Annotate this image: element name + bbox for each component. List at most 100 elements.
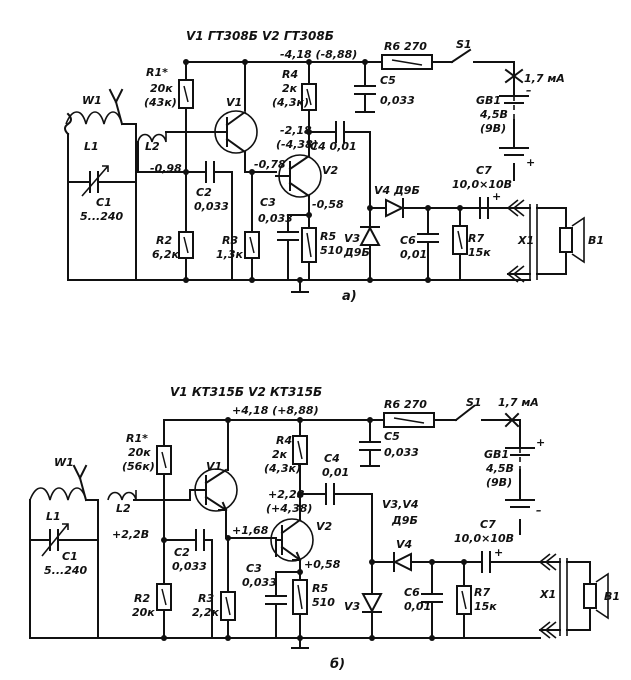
b-c3-wire xyxy=(275,571,301,639)
a-r1-value: 20к xyxy=(150,82,173,95)
a-caption: а) xyxy=(342,289,357,304)
a-r5-value: 510 xyxy=(320,244,343,257)
a-l1-label: L1 xyxy=(84,140,99,153)
b-c6-value: 0,01 xyxy=(404,600,431,613)
b-r1-alt: (56к) xyxy=(122,460,155,473)
a-c2-ref: C2 xyxy=(196,186,212,199)
b-v1-label: V1 xyxy=(206,460,222,473)
b-c5-value: 0,033 xyxy=(384,446,419,459)
b-l2-coil xyxy=(107,490,137,501)
b-v1-base-wire xyxy=(133,489,191,501)
a-v3-diode xyxy=(359,225,381,246)
b-b1-phone xyxy=(583,583,597,609)
a-s1-label: S1 xyxy=(456,38,472,51)
b-v2-label: V2 xyxy=(316,520,333,533)
a-c7-plus: + xyxy=(492,190,501,203)
b-v3-diode xyxy=(361,593,383,614)
a-v3-ref: V3 xyxy=(344,232,361,245)
a-l2-coil xyxy=(137,132,167,143)
a-current-label: 1,7 мА xyxy=(524,72,565,85)
a-c2-value: 0,033 xyxy=(194,200,229,213)
a-w1-label: W1 xyxy=(82,94,102,107)
a-l2-label: L2 xyxy=(145,140,160,153)
b-c4-wire xyxy=(299,493,373,561)
a-plus-mark: + xyxy=(526,156,535,169)
b-antenna xyxy=(72,464,88,502)
a-gb1-ref: GB1 xyxy=(476,94,501,107)
b-emitter-v2: +0,58 xyxy=(304,558,341,571)
a-c7-value: 10,0×10В xyxy=(452,178,512,191)
b-transistors-title: V1 КТ315Б V2 КТ315Б xyxy=(170,385,322,399)
a-c4-wire xyxy=(308,131,371,197)
b-plus-mark: + xyxy=(536,436,545,449)
a-v3-value: Д9Б xyxy=(343,246,370,259)
b-r4-ref: R4 xyxy=(276,434,292,447)
a-r1-alt: (43к) xyxy=(144,96,177,109)
b-v4-diode xyxy=(392,552,412,572)
b-v34-ref: V3,V4 xyxy=(382,498,419,511)
b-r1-ref: R1* xyxy=(126,432,148,445)
b-r5-ref: R5 xyxy=(312,582,328,595)
b-l1-label: L1 xyxy=(46,510,61,523)
b-gb1-ref: GB1 xyxy=(484,448,509,461)
a-r2-value: 6,2к xyxy=(152,248,179,261)
b-c1-ref: C1 xyxy=(62,550,78,563)
a-c3-value: 0,033 xyxy=(258,212,293,225)
b-c4-ref: C4 xyxy=(324,452,340,465)
a-v2-label: V2 xyxy=(322,164,339,177)
a-c1-ref: C1 xyxy=(96,196,112,209)
b-c3-ref: C3 xyxy=(246,562,262,575)
a-current-mark xyxy=(504,68,524,84)
b-current-mark xyxy=(504,412,520,428)
a-r1-ref: R1* xyxy=(146,66,168,79)
b-c3-value: 0,033 xyxy=(242,576,277,589)
b-c1-value: 5...240 xyxy=(44,564,87,577)
schematic-a xyxy=(64,48,585,293)
a-r4-ref: R4 xyxy=(282,68,298,81)
a-v4-diode xyxy=(385,198,405,218)
a-v2-collector-v: -2,18 xyxy=(280,124,312,137)
b-r7-value: 15к xyxy=(474,600,497,613)
a-emitter-v1: -0,78 xyxy=(254,158,286,171)
b-v34-value: Д9Б xyxy=(391,514,418,527)
a-c6-value: 0,01 xyxy=(400,248,427,261)
a-minus-mark: – xyxy=(526,84,532,97)
b-gb1-alt: (9В) xyxy=(486,476,512,489)
a-l1-coil xyxy=(64,112,72,136)
b-c2-ref: C2 xyxy=(174,546,190,559)
b-v3-label: V3 xyxy=(344,600,361,613)
b-supply-voltage: +4,18 (+8,88) xyxy=(232,404,319,417)
b-r4-value: 2к xyxy=(272,448,288,461)
b-c2-value: 0,033 xyxy=(172,560,207,573)
a-c1-value: 5...240 xyxy=(80,210,123,223)
b-l1-coil xyxy=(29,487,87,501)
a-c6-ref: C6 xyxy=(400,234,416,247)
a-v2-collector-alt: (-4,38) xyxy=(276,138,318,151)
b-r3-ref: R3 xyxy=(198,592,214,605)
b-v1-emitter xyxy=(225,509,277,557)
a-transistors-title: V1 ГТ308Б V2 ГТ308Б xyxy=(186,29,334,43)
a-emitter-v2: -0,58 xyxy=(312,198,344,211)
a-r6-label: R6 270 xyxy=(384,40,427,53)
b-gb1-value: 4,5В xyxy=(485,462,514,475)
a-v1-emitter xyxy=(244,151,277,173)
b-emitter-v1: +1,68 xyxy=(232,524,269,537)
b-s1-switch xyxy=(454,404,476,422)
b-x1-label: X1 xyxy=(539,588,556,601)
a-c7-ref: C7 xyxy=(476,164,492,177)
a-x1-label: X1 xyxy=(517,234,534,247)
a-c5-ref: C5 xyxy=(380,74,396,87)
a-c4-label: C4 0,01 xyxy=(310,140,357,153)
b-r2-value: 20к xyxy=(132,606,155,619)
b-w1-label: W1 xyxy=(54,456,74,469)
b-c7-value: 10,0×10В xyxy=(454,532,514,545)
a-antenna xyxy=(108,88,124,126)
a-c5-value: 0,033 xyxy=(380,94,415,107)
a-r4-value: 2к xyxy=(282,82,298,95)
a-r7-value: 15к xyxy=(468,246,491,259)
b-caption: б) xyxy=(330,657,345,672)
a-s1-switch xyxy=(450,48,472,64)
b-v2-collector-alt: (+4,38) xyxy=(266,502,312,515)
a-v1-label: V1 xyxy=(226,96,242,109)
b-base-v1: +2,2В xyxy=(112,528,149,541)
